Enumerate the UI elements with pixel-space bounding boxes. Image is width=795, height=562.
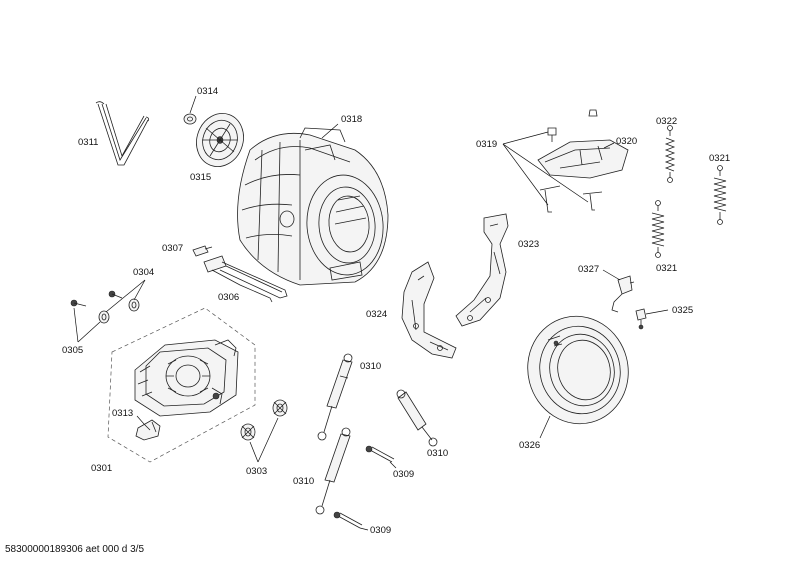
label-0322: 0322 [656, 116, 677, 127]
label-0311: 0311 [78, 137, 98, 148]
top-bracket-assembly[interactable] [537, 109, 629, 213]
drum-pulley[interactable] [189, 107, 251, 173]
leader-0303a [257, 417, 279, 463]
leader-0319c [502, 143, 589, 203]
drive-belt[interactable] [95, 101, 150, 166]
label-0315: 0315 [190, 172, 211, 183]
label-0309-upper: 0309 [393, 469, 414, 480]
tub-spring-0321-right[interactable] [713, 165, 727, 225]
door-seal[interactable] [516, 305, 641, 435]
leader-0309-upper [389, 461, 397, 469]
heating-element[interactable] [203, 255, 288, 303]
label-0325: 0325 [672, 305, 693, 316]
label-0319: 0319 [476, 139, 497, 150]
leader-0314 [189, 95, 197, 114]
motor[interactable] [134, 339, 239, 417]
bushing-0304-c[interactable] [128, 298, 140, 312]
label-0301: 0301 [91, 463, 112, 474]
leader-0303b [249, 441, 259, 463]
shock-absorber-lower[interactable] [315, 427, 351, 515]
label-0318: 0318 [341, 114, 362, 125]
label-0310-upper: 0310 [360, 361, 381, 372]
label-0314: 0314 [197, 86, 218, 97]
tub-bracket-left[interactable] [401, 261, 457, 359]
brush-holder[interactable] [135, 419, 161, 441]
label-0313: 0313 [112, 408, 133, 419]
label-0321-right: 0321 [709, 153, 730, 164]
level-sensor[interactable] [611, 275, 635, 313]
motor-bushing-lower[interactable] [240, 423, 256, 441]
leader-0304a [105, 279, 146, 313]
pin-0309-upper[interactable] [365, 445, 395, 463]
label-0305: 0305 [62, 345, 83, 356]
shock-absorber-right[interactable] [396, 389, 438, 447]
temperature-sensor[interactable] [635, 308, 647, 330]
leader-0305a [73, 307, 79, 343]
outer-tub[interactable] [237, 127, 389, 286]
label-0324: 0324 [366, 309, 387, 320]
label-0306: 0306 [218, 292, 239, 303]
label-0309-lower: 0309 [370, 525, 391, 536]
bolt-0304-a[interactable] [108, 290, 123, 299]
motor-bushing-upper[interactable] [272, 399, 288, 417]
leader-0326 [539, 415, 551, 439]
leader-0320 [603, 142, 615, 149]
label-0304: 0304 [133, 267, 154, 278]
leader-0319a [502, 131, 549, 145]
leader-0313 [136, 415, 145, 425]
label-0310-lower: 0310 [293, 476, 314, 487]
leader-0304b [133, 279, 146, 301]
label-0320: 0320 [616, 136, 637, 147]
label-0326: 0326 [519, 440, 540, 451]
tub-spring-0322[interactable] [664, 125, 676, 183]
pin-0309-lower[interactable] [333, 511, 363, 529]
label-0323: 0323 [518, 239, 539, 250]
bolt-0305[interactable] [70, 299, 87, 307]
pulley-washer[interactable] [183, 113, 197, 125]
tub-bracket-right[interactable] [455, 213, 509, 327]
leader-0309-lower [359, 527, 369, 531]
leader-0327 [602, 269, 621, 281]
leader-0319b [502, 143, 549, 206]
label-0303: 0303 [246, 466, 267, 477]
bushing-0304-b[interactable] [98, 310, 110, 324]
label-0307: 0307 [162, 243, 183, 254]
label-0327: 0327 [578, 264, 599, 275]
motor-group-outline [107, 307, 256, 463]
leader-0325 [645, 309, 669, 315]
document-reference: 58300000189306 aet 000 d 3/5 [5, 544, 144, 555]
ntc-sensor[interactable] [192, 245, 213, 257]
leader-0305b [77, 321, 101, 343]
tub-spring-0321-left[interactable] [651, 200, 665, 258]
label-0321-left: 0321 [656, 263, 677, 274]
leader-0318 [321, 123, 339, 139]
shock-absorber-upper[interactable] [317, 353, 353, 441]
label-0310-right: 0310 [427, 448, 448, 459]
